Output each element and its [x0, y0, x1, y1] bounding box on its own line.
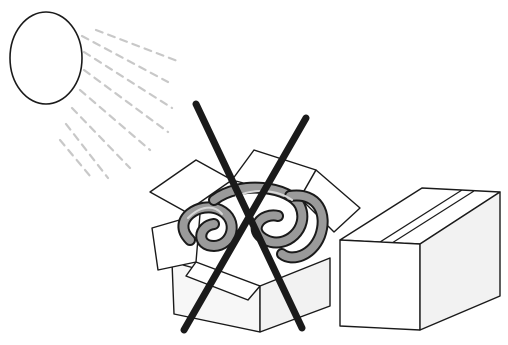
sun-icon	[10, 12, 82, 104]
closed-box	[340, 188, 500, 330]
open-box	[150, 150, 360, 332]
